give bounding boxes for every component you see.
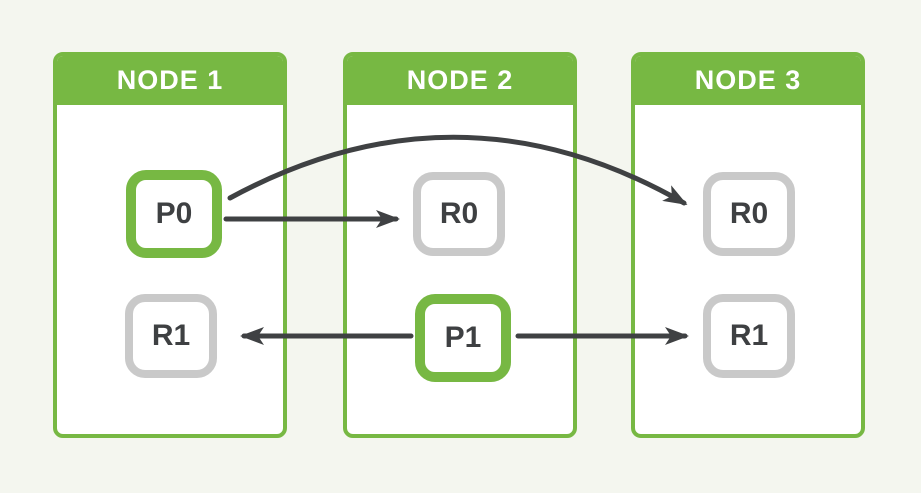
shard-r0-replica-node3: R0 bbox=[703, 172, 795, 256]
shard-p0-primary: P0 bbox=[126, 170, 222, 258]
shard-r1-replica-node1: R1 bbox=[125, 294, 217, 378]
node-3-header: NODE 3 bbox=[635, 56, 861, 105]
node-1-header: NODE 1 bbox=[57, 56, 283, 105]
node-2-header: NODE 2 bbox=[347, 56, 573, 105]
shard-p1-primary: P1 bbox=[415, 294, 511, 382]
node-3: NODE 3 bbox=[631, 52, 865, 438]
shard-r0-replica-node2: R0 bbox=[413, 172, 505, 256]
shard-r1-replica-node3: R1 bbox=[703, 294, 795, 378]
